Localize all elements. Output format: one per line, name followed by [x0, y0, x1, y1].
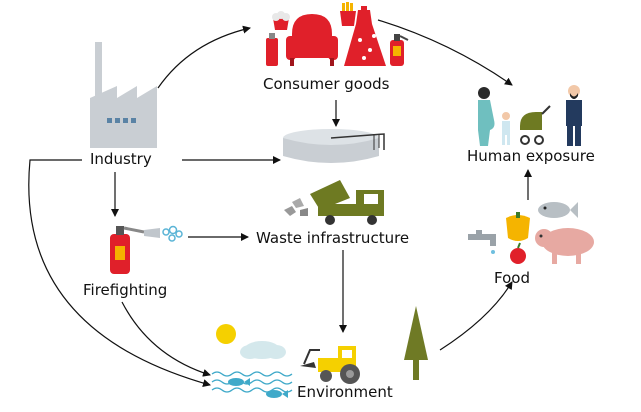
treatment-tank-icon — [283, 129, 385, 163]
family-icon — [478, 85, 582, 146]
arrow-firefighting-to-environment — [121, 301, 211, 377]
food-label: Food — [494, 269, 530, 287]
industry-label: Industry — [90, 150, 152, 168]
food-icon — [468, 202, 594, 264]
firefighting-label: Firefighting — [83, 281, 168, 299]
fire-extinguisher-icon — [110, 225, 183, 274]
consumer-goods-icon — [266, 2, 409, 66]
environment-icon — [211, 306, 428, 398]
consumer-goods-label: Consumer goods — [263, 75, 390, 93]
arrow-consumer-goods-to-human-exposure — [377, 19, 513, 86]
arrow-environment-to-food — [439, 281, 513, 351]
factory-icon — [90, 42, 157, 148]
human-exposure-label: Human exposure — [467, 147, 595, 165]
dump-truck-icon — [284, 180, 384, 225]
environment-label: Environment — [297, 383, 393, 401]
arrow-industry-to-environment — [28, 159, 211, 387]
waste-infrastructure-label: Waste infrastructure — [256, 229, 410, 247]
arrow-industry-to-consumer-goods — [157, 25, 251, 89]
